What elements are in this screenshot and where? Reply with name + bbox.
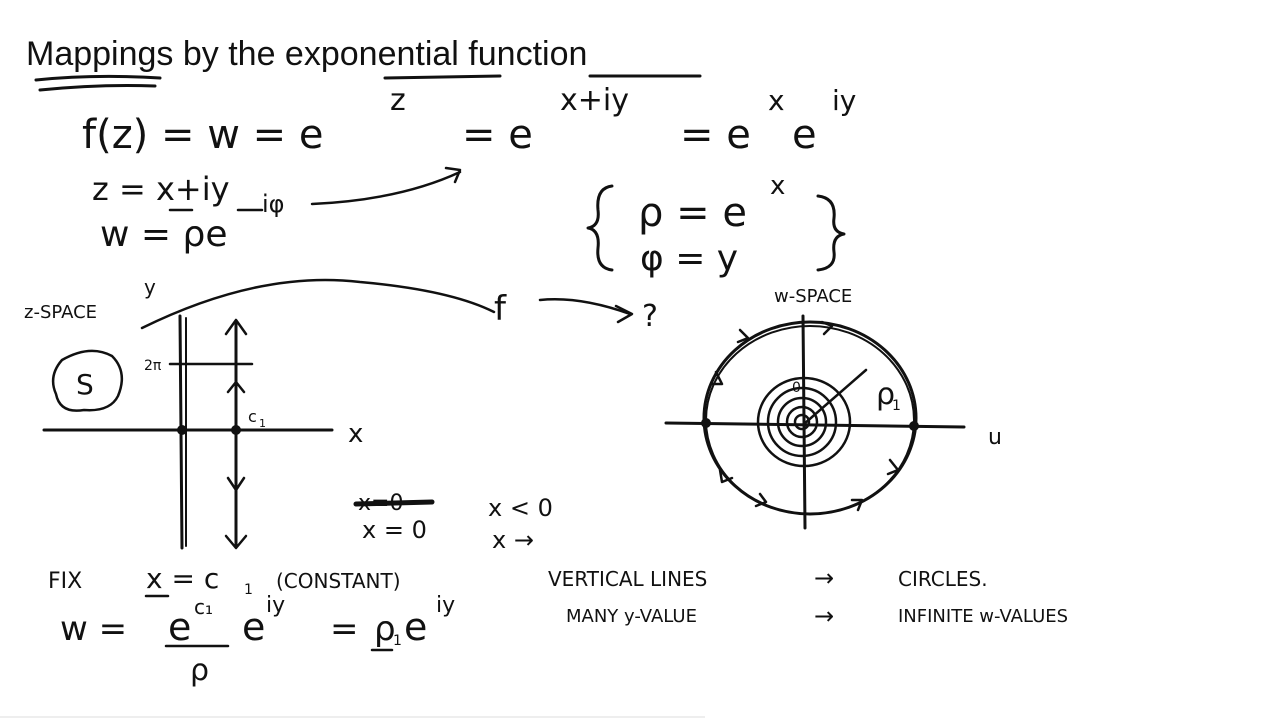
mapping-curve bbox=[140, 278, 496, 330]
circle-arrow-5 bbox=[754, 492, 768, 508]
v-axis bbox=[801, 314, 807, 530]
infinite-w-note: INFINITE w-VALUES bbox=[898, 606, 1068, 627]
title-underline-3 bbox=[383, 74, 502, 80]
z-space-label: z-SPACE bbox=[24, 302, 97, 323]
main-exp-iy: iy bbox=[832, 84, 856, 117]
w-def-arrow bbox=[310, 170, 462, 206]
rho-equation: ρ = e bbox=[638, 190, 747, 236]
many-y-note: MANY y-VALUE bbox=[566, 606, 697, 627]
mapping-arrowhead bbox=[614, 304, 634, 324]
main-equation: f(z) = w = e z = e x+iy = e x e iy bbox=[82, 83, 856, 158]
w-plane: w-SPACE u ρ 1 0 bbox=[664, 286, 1002, 530]
vertical-arrow: → bbox=[814, 564, 834, 592]
rho-equation-exp: x bbox=[770, 171, 785, 201]
main-equation-lhs: f(z) = w = e bbox=[82, 112, 324, 158]
bottom-eiy: e bbox=[242, 605, 265, 649]
vertical-line-arrow-down bbox=[224, 534, 248, 550]
vertical-line-arrow-mid-up bbox=[226, 380, 246, 394]
z-plane: z-SPACE y x 2π c 1 S bbox=[24, 275, 496, 550]
bottom-rho-under: ρ bbox=[190, 653, 209, 688]
main-equation-rhs: = e bbox=[680, 112, 751, 158]
c1-dot bbox=[231, 425, 241, 435]
page-title: Mappings by the exponential function bbox=[26, 35, 587, 73]
w-definition: w = ρe bbox=[100, 214, 228, 255]
left-brace bbox=[586, 184, 614, 272]
fix-equation: x = c bbox=[146, 562, 219, 595]
main-exp-z: z bbox=[390, 83, 406, 118]
w-def-exp: iφ bbox=[262, 190, 285, 218]
x-to-note: x → bbox=[492, 526, 534, 554]
u-axis-label: u bbox=[988, 425, 1002, 450]
c1-label-sub: 1 bbox=[259, 417, 266, 430]
title-underline-2 bbox=[38, 84, 157, 92]
constant-label: (CONSTANT) bbox=[276, 569, 401, 593]
circle-arrow-3 bbox=[710, 370, 724, 386]
circle-arrow-4 bbox=[718, 468, 734, 484]
vertical-line-arrow-up bbox=[224, 318, 248, 336]
bottom-e2: e bbox=[404, 605, 427, 649]
bottom-w-eq: w = bbox=[60, 609, 127, 649]
title-underline-1 bbox=[34, 74, 162, 82]
fix-label: FIX bbox=[48, 569, 82, 594]
rho1-label-sub: 1 bbox=[892, 398, 901, 414]
right-brace bbox=[816, 194, 846, 272]
bottom-rho1: ρ bbox=[374, 609, 396, 649]
inner-circle-2 bbox=[766, 386, 838, 458]
circles-note: CIRCLES. bbox=[898, 567, 988, 591]
mapping-arrow bbox=[538, 298, 632, 316]
region-s-blob bbox=[51, 349, 124, 412]
bottom-rho1-sub: 1 bbox=[393, 633, 402, 649]
circle-arrow-2 bbox=[820, 320, 834, 336]
vertical-line-arrow-mid bbox=[226, 476, 246, 492]
two-pi-label: 2π bbox=[144, 358, 162, 374]
w-def-arrowhead bbox=[444, 166, 462, 184]
z-definition: z = x+iy bbox=[92, 170, 230, 208]
circle-left-dot bbox=[701, 418, 711, 428]
x-zero-note: x = 0 bbox=[362, 516, 427, 544]
inner-circle-1 bbox=[756, 376, 852, 468]
fix-equation-sub: 1 bbox=[244, 582, 253, 598]
main-exp-x: x bbox=[768, 84, 785, 117]
x-lt-zero-note: x < 0 bbox=[488, 494, 553, 522]
bottom-e-exp: c₁ bbox=[194, 595, 213, 619]
many-y-arrow: → bbox=[814, 602, 834, 630]
inner-circle-4 bbox=[785, 405, 819, 439]
bottom-eiy-exp: iy bbox=[266, 593, 285, 618]
inner-circle-3 bbox=[776, 396, 828, 448]
circle-arrow-7 bbox=[886, 458, 900, 476]
x-axis-label: x bbox=[348, 419, 363, 449]
circle-right-dot bbox=[909, 421, 919, 431]
main-exp-xiy: x+iy bbox=[560, 83, 629, 118]
c1-label: c bbox=[248, 407, 257, 426]
origin-dot bbox=[177, 425, 187, 435]
origin-zero-label: 0 bbox=[792, 380, 801, 396]
vertical-lines-note: VERTICAL LINES bbox=[548, 567, 707, 591]
phi-equation: φ = y bbox=[640, 238, 738, 279]
crossed-note-strike bbox=[353, 499, 435, 507]
main-e2: e bbox=[792, 112, 817, 158]
bottom-e2-exp: iy bbox=[436, 593, 455, 618]
mapping-question: ? bbox=[642, 299, 658, 334]
circle-arrow-1 bbox=[736, 328, 750, 344]
circle-arrow-6 bbox=[850, 498, 864, 512]
bottom-e: e bbox=[168, 605, 191, 649]
main-equation-mid: = e bbox=[462, 112, 533, 158]
inner-circle-5 bbox=[793, 413, 811, 431]
region-s-label: S bbox=[76, 368, 94, 401]
bottom-equals: = bbox=[330, 609, 359, 649]
radius-line bbox=[802, 368, 868, 426]
rho1-label: ρ bbox=[876, 377, 895, 412]
mapping-f-label: f bbox=[494, 289, 507, 329]
y-axis-label: y bbox=[144, 275, 156, 299]
w-space-label: w-SPACE bbox=[774, 286, 852, 307]
